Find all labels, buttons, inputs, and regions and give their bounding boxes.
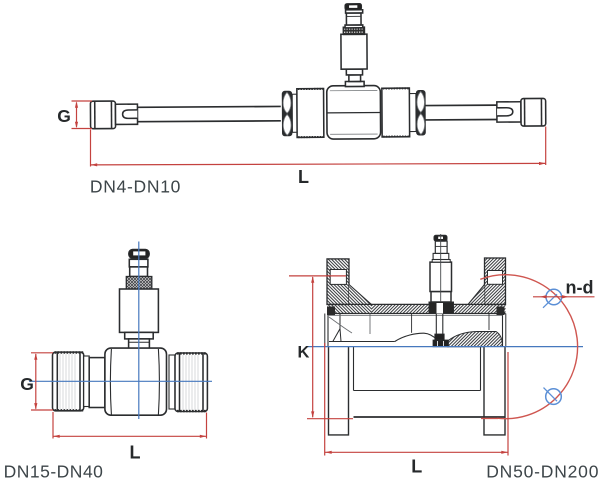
svg-text:DN50-DN200: DN50-DN200 (486, 462, 599, 481)
svg-text:L: L (130, 443, 141, 463)
svg-text:DN4-DN10: DN4-DN10 (90, 176, 181, 196)
svg-text:DN15-DN40: DN15-DN40 (4, 462, 104, 481)
svg-text:L: L (298, 167, 309, 187)
svg-text:L: L (411, 457, 422, 477)
svg-text:G: G (20, 374, 34, 394)
svg-text:n-d: n-d (566, 277, 594, 297)
svg-text:G: G (57, 106, 71, 126)
svg-text:K: K (298, 344, 310, 362)
